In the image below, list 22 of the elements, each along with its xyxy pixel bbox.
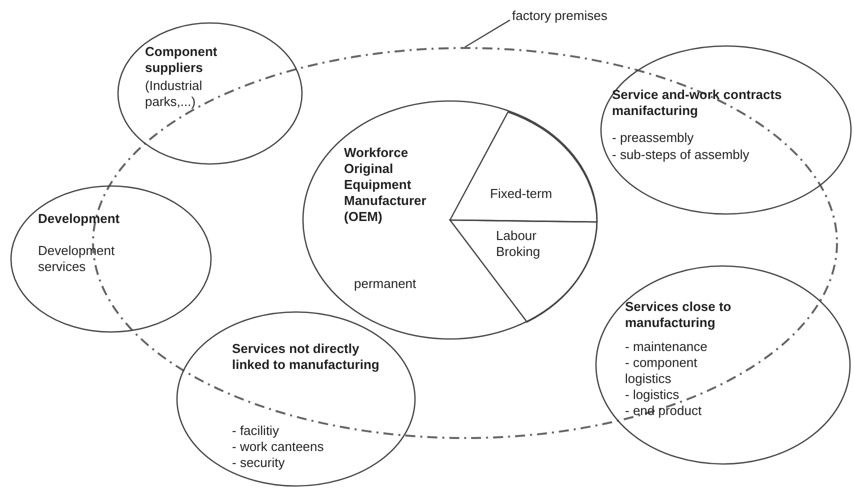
heading-text: Component suppliers (145, 44, 218, 76)
body-text: - facilitiy (232, 423, 280, 439)
body-text: - component logistics (625, 355, 698, 387)
heading-text: Services close to manufacturing (625, 299, 732, 331)
body-text: - maintenance (625, 339, 708, 355)
heading-text: Workforce Original Equipment Manufacturer (OEM) (344, 145, 428, 225)
body-text: - security (232, 455, 286, 471)
body-text: - work canteens (232, 439, 325, 455)
body-text: (Industrial parks,...) (145, 78, 204, 110)
callout-label: factory premises (512, 8, 608, 24)
heading-text: Development (38, 211, 121, 227)
body-text: - end product (625, 403, 703, 419)
body-text: Fixed-term (490, 186, 554, 202)
body-text: - preassembly (612, 130, 695, 146)
body-text: - sub-steps of assembly (612, 147, 750, 163)
heading-text: Services not directly linked to manufacturing (232, 341, 380, 373)
body-text: permanent (354, 276, 418, 292)
heading-text: Service and-work contracts manifacturing (612, 87, 783, 119)
body-text: Development services (38, 243, 116, 275)
leader-line (464, 19, 510, 48)
body-text: - logistics (625, 387, 680, 403)
body-text: Labour Broking (496, 228, 542, 260)
